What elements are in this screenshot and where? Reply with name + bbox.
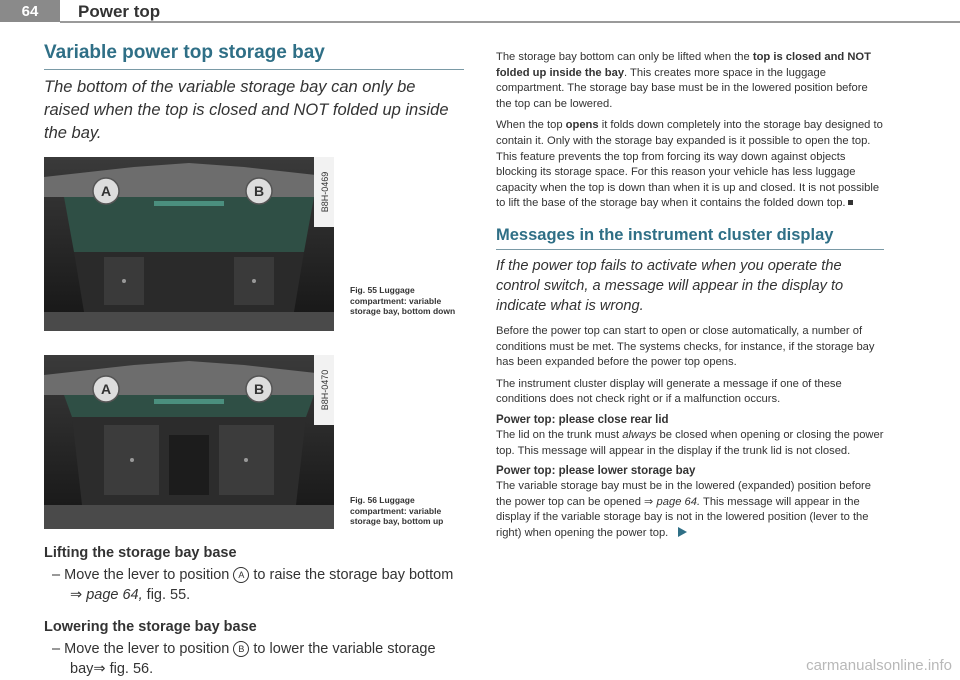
callout-b: B <box>254 183 264 199</box>
emphasis: opens <box>565 119 599 132</box>
callout-a: A <box>101 381 111 397</box>
paragraph: The lid on the trunk must always be clos… <box>496 428 884 459</box>
lifting-step: – Move the lever to position A to raise … <box>44 565 464 605</box>
figure-caption: Fig. 55 Luggage compartment: variable st… <box>350 285 456 316</box>
continue-arrow-icon <box>678 526 688 537</box>
position-a-marker: A <box>233 567 250 583</box>
arrow-icon: ⇒ <box>93 661 106 677</box>
message-title: Power top: please lower storage bay <box>496 465 696 478</box>
arrow-icon: ⇒ <box>70 587 83 603</box>
text: it folds down completely into the storag… <box>496 119 883 210</box>
callout-b: B <box>254 381 264 397</box>
text: The lid on the trunk must <box>496 428 620 441</box>
step-text: Move the lever to position <box>64 641 230 657</box>
page-number: 64 <box>0 0 60 22</box>
text: This message will appear in the display … <box>496 495 869 539</box>
luggage-photo-bottom-down: A B B8H-0469 <box>44 157 334 331</box>
arrow-icon: ⇒ <box>644 495 654 508</box>
step-text: to raise the storage bay bottom <box>253 567 454 583</box>
position-b-marker: B <box>233 641 250 657</box>
lowering-title: Lowering the storage bay base <box>44 619 257 635</box>
figure-56: A B B8H-0470 Fig. 56 Luggage compartment… <box>44 355 464 529</box>
header-title: Power top <box>78 2 161 21</box>
right-column: The storage bay bottom can only be lifte… <box>496 50 884 547</box>
lowering-step: – Move the lever to position B to lower … <box>44 639 464 679</box>
step-text: Move the lever to position <box>64 567 230 583</box>
section-lead: If the power top fails to activate when … <box>496 257 844 314</box>
section-lead: The bottom of the variable storage bay c… <box>44 78 449 142</box>
luggage-photo-bottom-up: A B B8H-0470 <box>44 355 334 529</box>
step-text: to lower the variable storage bay <box>70 641 436 677</box>
header-rule <box>60 21 960 23</box>
left-column: Variable power top storage bay The botto… <box>44 42 464 679</box>
step-dash: – <box>52 641 61 657</box>
figure-code: B8H-0469 <box>320 172 330 213</box>
paragraph: The storage bay bottom can only be lifte… <box>496 50 884 112</box>
step-dash: – <box>52 567 61 583</box>
section-title: Variable power top storage bay <box>44 42 464 70</box>
emphasis: always <box>622 428 657 441</box>
text: The storage bay bottom can only be lifte… <box>496 51 750 63</box>
callout-a: A <box>101 183 111 199</box>
page-reference[interactable]: page 64. <box>656 495 701 508</box>
text: The variable storage bay must be in the … <box>496 480 872 508</box>
section-title: Messages in the instrument cluster displ… <box>496 226 884 250</box>
end-mark-icon <box>847 200 853 206</box>
text: When the top <box>496 119 563 132</box>
emphasis: top is closed and NOT folded up inside t… <box>496 51 871 79</box>
text: be closed when opening or closing the po… <box>496 428 884 457</box>
figure-reference[interactable]: fig. 55. <box>146 587 191 603</box>
paragraph: Before the power top can start to open o… <box>496 324 875 369</box>
figure-caption: Fig. 56 Luggage compartment: variable st… <box>350 495 444 526</box>
page-reference[interactable]: page 64, <box>86 587 143 603</box>
figure-code: B8H-0470 <box>320 370 330 411</box>
message-title: Power top: please close rear lid <box>496 413 669 426</box>
text: . This creates more space in the luggage… <box>496 66 868 110</box>
figure-reference[interactable]: fig. 56. <box>109 661 154 677</box>
paragraph: The instrument cluster display will gene… <box>496 377 842 406</box>
lifting-title: Lifting the storage bay base <box>44 545 237 561</box>
figure-55: A B B8H-0469 Fig. 55 Luggage compartment… <box>44 157 464 331</box>
watermark: carmanualsonline.info <box>806 657 952 674</box>
paragraph: The variable storage bay must be in the … <box>496 479 884 541</box>
paragraph: When the top opens it folds down complet… <box>496 118 884 212</box>
